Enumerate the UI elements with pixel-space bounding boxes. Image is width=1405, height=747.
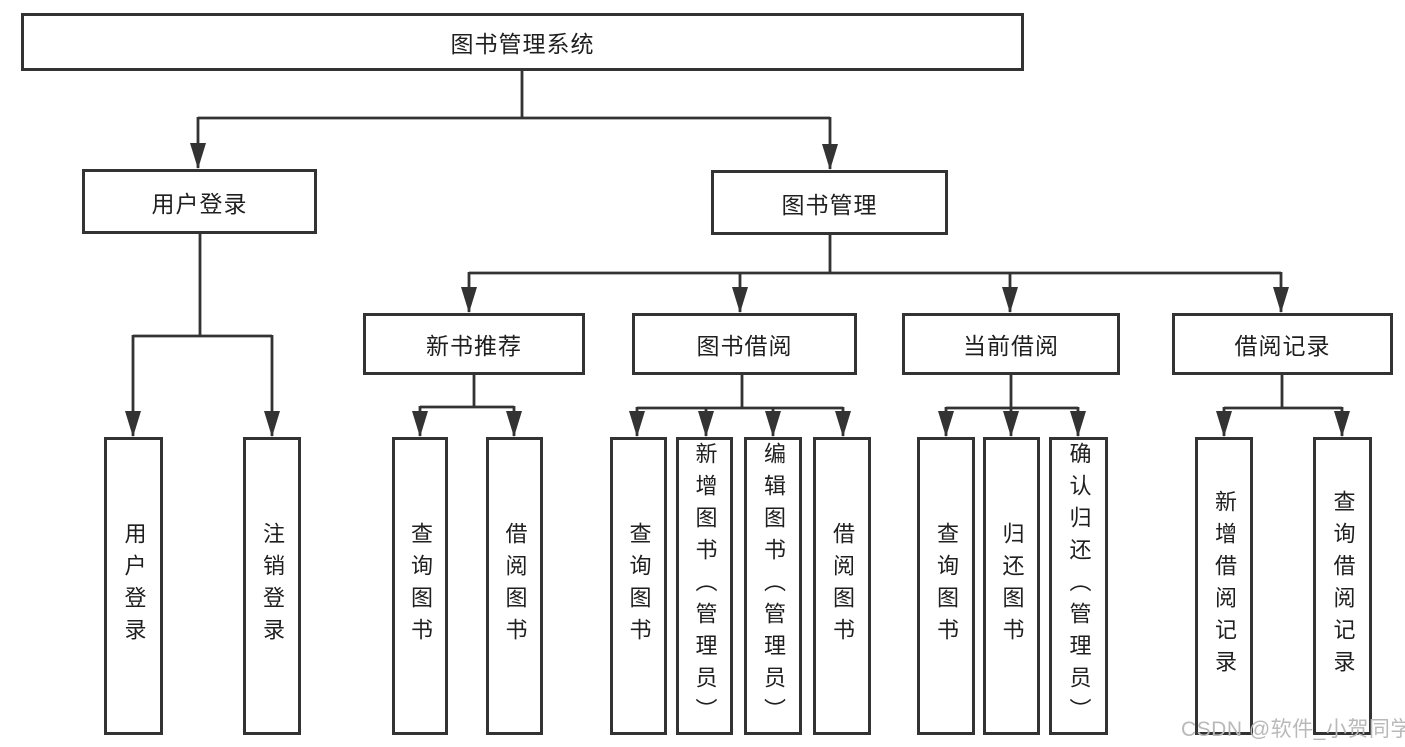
node-leaf-query-books-3: 查询图书 — [917, 437, 975, 735]
node-leaf-query-borrow-record-label: 查询借阅记录 — [1330, 490, 1356, 682]
node-leaf-add-borrow-record-label: 新增借阅记录 — [1212, 490, 1237, 682]
node-new-book-recommend: 新书推荐 — [363, 313, 585, 375]
connector-user-login-to-children — [125, 234, 280, 437]
node-leaf-return-books: 归还图书 — [983, 437, 1040, 735]
node-leaf-user-login: 用户登录 — [104, 437, 163, 735]
node-leaf-add-books-admin: 新增图书（管理员） — [676, 437, 733, 735]
node-leaf-edit-books-admin-label: 编辑图书（管理员） — [761, 442, 786, 730]
node-leaf-query-books-2: 查询图书 — [610, 437, 667, 735]
node-leaf-borrow-books-2: 借阅图书 — [813, 437, 871, 735]
node-leaf-query-books-1-label: 查询图书 — [408, 522, 433, 650]
csdn-watermark: CSDN @软件_小贺同学 — [1181, 718, 1405, 741]
node-book-borrow: 图书借阅 — [632, 313, 857, 375]
node-leaf-confirm-return-admin: 确认归还（管理员） — [1049, 437, 1108, 735]
node-new-book-recommend-label: 新书推荐 — [426, 333, 522, 359]
node-leaf-user-login-label: 用户登录 — [121, 522, 147, 650]
node-leaf-return-books-label: 归还图书 — [999, 522, 1025, 650]
node-leaf-logout: 注销登录 — [243, 437, 301, 735]
node-borrow-records: 借阅记录 — [1172, 313, 1393, 375]
node-leaf-add-borrow-record: 新增借阅记录 — [1195, 437, 1253, 735]
node-root-label: 图书管理系统 — [450, 31, 595, 57]
node-leaf-borrow-books-2-label: 借阅图书 — [830, 522, 855, 650]
node-leaf-query-books-2-label: 查询图书 — [626, 522, 652, 650]
node-book-management-label: 图书管理 — [781, 191, 878, 218]
node-book-management: 图书管理 — [711, 170, 948, 235]
node-current-borrow-label: 当前借阅 — [963, 333, 1059, 359]
node-user-login-label: 用户登录 — [151, 190, 248, 217]
node-current-borrow: 当前借阅 — [902, 313, 1120, 375]
node-leaf-query-books-3-label: 查询图书 — [934, 522, 959, 650]
node-leaf-query-books-1: 查询图书 — [392, 437, 448, 735]
connector-book-borrow-to-children — [629, 375, 851, 437]
node-leaf-confirm-return-admin-label: 确认归还（管理员） — [1066, 442, 1092, 730]
connector-new-books-to-children — [412, 375, 522, 437]
connector-root-to-level2 — [190, 71, 838, 170]
node-leaf-borrow-books-1: 借阅图书 — [486, 437, 543, 735]
node-leaf-logout-label: 注销登录 — [260, 522, 285, 650]
node-borrow-records-label: 借阅记录 — [1234, 333, 1331, 359]
node-root-library-system: 图书管理系统 — [21, 13, 1024, 71]
node-leaf-query-borrow-record: 查询借阅记录 — [1313, 437, 1372, 735]
node-user-login: 用户登录 — [82, 169, 317, 234]
node-leaf-edit-books-admin: 编辑图书（管理员） — [744, 437, 802, 735]
connector-current-borrow-to-children — [938, 375, 1086, 437]
node-leaf-add-books-admin-label: 新增图书（管理员） — [692, 442, 718, 730]
node-book-borrow-label: 图书借阅 — [696, 333, 793, 359]
connector-book-mgmt-to-level3 — [461, 235, 1289, 313]
connector-borrow-records-to-children — [1216, 375, 1350, 437]
node-leaf-borrow-books-1-label: 借阅图书 — [502, 522, 528, 650]
